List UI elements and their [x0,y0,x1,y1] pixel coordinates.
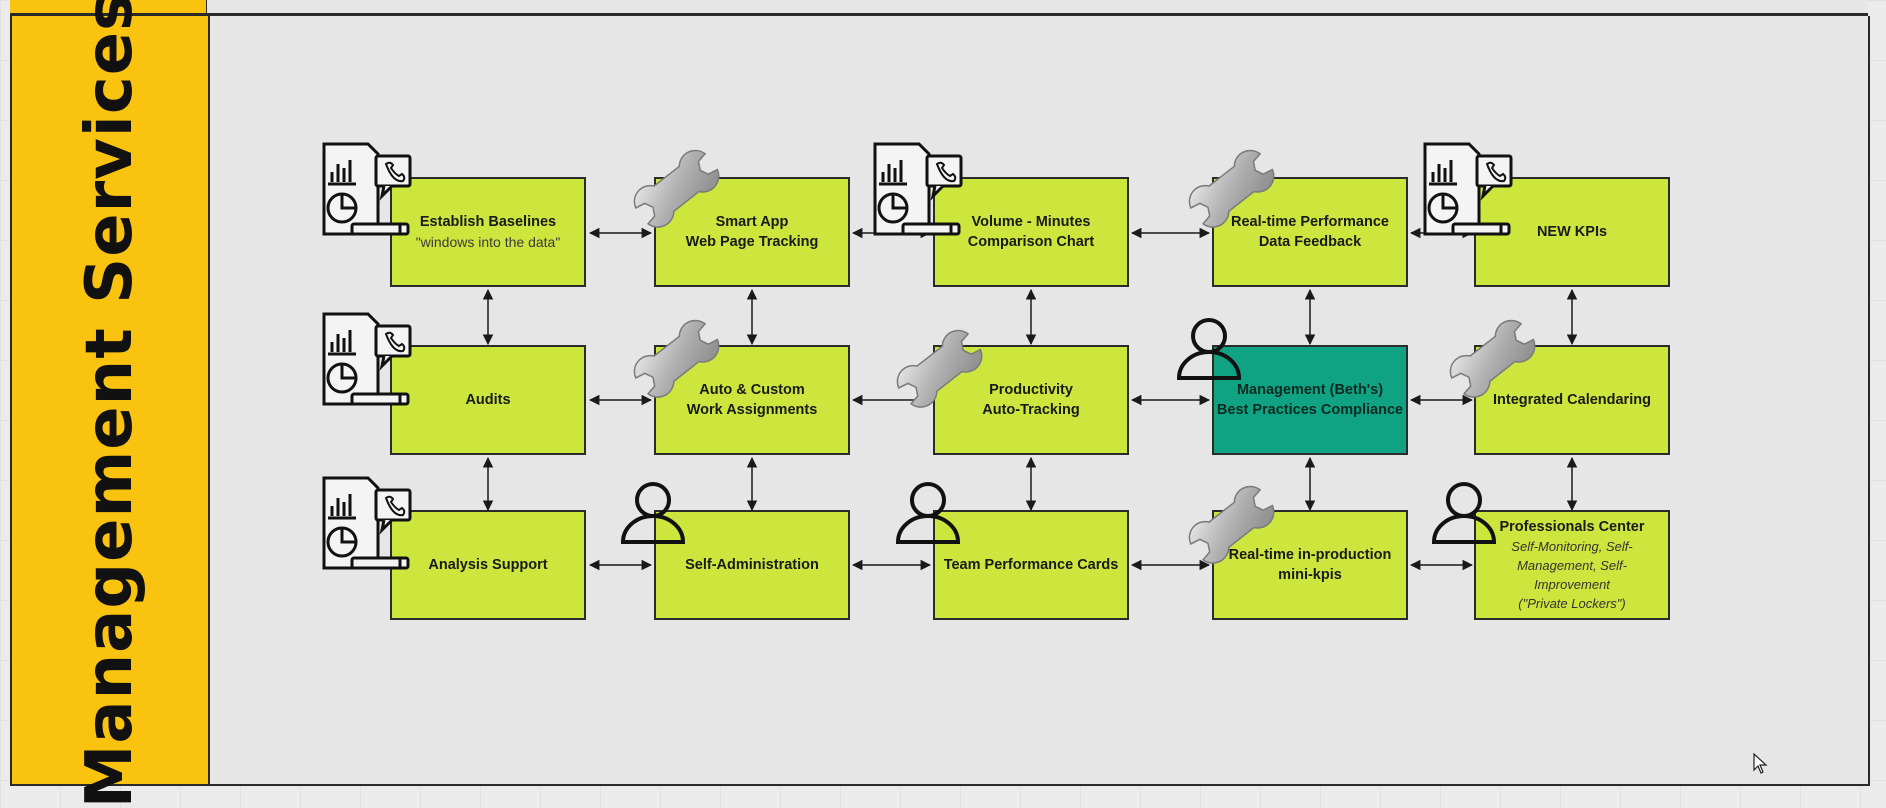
node-title-line2: mini-kpis [1278,567,1342,583]
node-subtitle: "windows into the data" [415,234,561,250]
node-title: Integrated Calendaring [1493,392,1651,408]
node-title: Audits [465,392,511,408]
node-team-performance-cards[interactable]: Team Performance Cards [933,510,1129,620]
node-subtitle: Management, Self- [1517,558,1627,573]
lane-divider [10,13,1868,16]
node-title: Establish Baselines [419,214,557,230]
person-icon [895,482,961,544]
swimlane-label: Management Services [12,0,210,808]
node-management-compliance[interactable]: Management (Beth's) Best Practices Compl… [1212,345,1408,455]
node-title-line1: Volume - Minutes [971,214,1091,230]
node-volume-minutes[interactable]: Volume - Minutes Comparison Chart [933,177,1129,287]
wrench-icon [633,319,720,398]
node-title-line2: Auto-Tracking [982,402,1080,418]
node-self-administration[interactable]: Self-Administration [654,510,850,620]
report-icon [1423,142,1513,236]
node-title: Self-Administration [685,557,819,573]
node-title: NEW KPIs [1536,224,1608,240]
node-establish-baselines[interactable]: Establish Baselines "windows into the da… [390,177,586,287]
node-title-line1: Productivity [989,382,1073,398]
node-subtitle: Self-Monitoring, Self- [1511,539,1633,554]
node-title-line2: Work Assignments [686,402,818,418]
wrench-icon [896,329,983,408]
node-title-line2: Comparison Chart [967,234,1095,250]
person-icon [620,482,686,544]
node-realtime-performance[interactable]: Real-time Performance Data Feedback [1212,177,1408,287]
wrench-icon [1188,149,1275,228]
node-title-line2: Data Feedback [1258,234,1362,250]
node-title: Analysis Support [428,557,548,573]
node-title: Team Performance Cards [943,557,1119,573]
wrench-icon [1449,319,1536,398]
node-title-line1: Real-time Performance [1231,214,1389,230]
node-title-line1: Auto & Custom [699,382,805,398]
node-title-line2: Best Practices Compliance [1216,402,1404,418]
node-professionals-center[interactable]: Professionals Center Self-Monitoring, Se… [1474,510,1670,620]
node-auto-custom[interactable]: Auto & Custom Work Assignments [654,345,850,455]
node-subtitle: ("Private Lockers") [1518,596,1626,611]
person-icon [1431,482,1497,544]
wrench-icon [1188,485,1275,564]
node-title-line1: Smart App [715,214,789,230]
cursor-icon [1753,753,1768,774]
node-subtitle: Improvement [1534,577,1610,592]
report-icon [322,142,412,236]
node-integrated-calendaring[interactable]: Integrated Calendaring [1474,345,1670,455]
node-title-line1: Management (Beth's) [1236,382,1384,398]
node-title: Professionals Center [1499,519,1645,535]
node-title-line2: Web Page Tracking [685,234,819,250]
person-icon [1176,318,1242,380]
previous-lane-body [207,0,1867,13]
node-title-line1: Real-time in-production [1228,547,1392,563]
report-icon [322,312,412,406]
node-analysis-support[interactable]: Analysis Support [390,510,586,620]
node-audits[interactable]: Audits [390,345,586,455]
wrench-icon [633,149,720,228]
report-icon [322,476,412,570]
report-icon [873,142,963,236]
